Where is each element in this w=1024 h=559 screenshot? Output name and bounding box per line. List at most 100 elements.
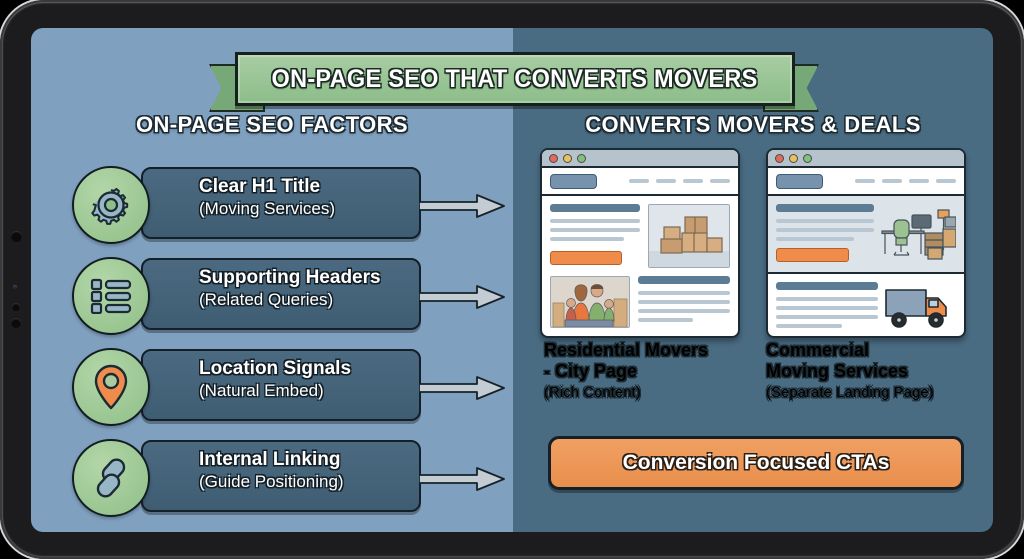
window-close-icon[interactable] — [775, 153, 784, 163]
text-line — [776, 315, 878, 319]
speaker-icon — [11, 318, 21, 328]
factor-title: Location Signals — [199, 358, 352, 379]
caption-subtitle: (Separate Landing Page) — [766, 384, 934, 402]
window-minimize-icon[interactable] — [563, 153, 572, 163]
nav-links — [855, 179, 956, 183]
factor-subtitle: (Guide Positioning) — [199, 471, 344, 491]
caption-row: Residential Movers - City Page (Rich Con… — [513, 340, 993, 402]
front-camera-icon — [11, 231, 22, 242]
text-line — [776, 228, 874, 232]
hero-section — [542, 196, 738, 276]
browser-nav-bar — [768, 168, 964, 196]
caption-line-1: Commercial — [766, 340, 870, 360]
factor-card[interactable]: Clear H1 Title (Moving Services) — [141, 167, 421, 239]
caption-residential: Residential Movers - City Page (Rich Con… — [544, 340, 740, 402]
flow-arrow-icon — [419, 467, 505, 491]
list-item[interactable]: Location Signals (Natural Embed) — [31, 340, 513, 430]
browser-mockup-row — [513, 148, 993, 338]
browser-mockup-commercial[interactable] — [766, 148, 966, 338]
list-icon — [72, 257, 150, 335]
nav-link[interactable] — [629, 179, 649, 183]
nav-link[interactable] — [882, 179, 902, 183]
nav-link[interactable] — [909, 179, 929, 183]
factor-card[interactable]: Location Signals (Natural Embed) — [141, 349, 421, 421]
status-led-icon — [13, 285, 17, 289]
hero-section — [768, 196, 964, 274]
factor-title: Clear H1 Title — [199, 176, 321, 197]
window-maximize-icon[interactable] — [577, 153, 586, 163]
list-item[interactable]: Internal Linking (Guide Positioning) — [31, 431, 513, 521]
heading-placeholder — [638, 276, 730, 284]
left-panel: ON-PAGE SEO FACTORS Clear H1 Title (Movi… — [31, 28, 513, 532]
nav-link[interactable] — [656, 179, 676, 183]
factor-card[interactable]: Supporting Headers (Related Queries) — [141, 258, 421, 330]
nav-link[interactable] — [683, 179, 703, 183]
text-line — [638, 291, 730, 295]
caption-line-1: Residential Movers — [544, 340, 709, 360]
cta-label: Conversion Focused CTAs — [622, 451, 890, 474]
caption-subtitle: (Rich Content) — [544, 384, 641, 402]
tablet-screen: ON-PAGE SEO FACTORS Clear H1 Title (Movi… — [31, 28, 993, 532]
conversion-cta-button[interactable]: Conversion Focused CTAs — [548, 436, 964, 490]
text-line — [776, 219, 874, 223]
text-line — [638, 300, 730, 304]
factor-subtitle: (Related Queries) — [199, 289, 334, 309]
text-line — [638, 318, 694, 322]
right-column-heading: CONVERTS MOVERS & DEALS — [585, 112, 921, 137]
caption-line-2: Moving Services — [766, 360, 909, 381]
factor-title: Internal Linking — [199, 449, 341, 470]
secondary-text-block — [638, 276, 730, 328]
flow-arrow-icon — [419, 285, 505, 309]
caption-commercial: Commercial Moving Services (Separate Lan… — [766, 340, 962, 402]
cta-button-placeholder[interactable] — [776, 248, 849, 262]
secondary-section — [768, 274, 964, 336]
moving-boxes-image — [648, 204, 730, 268]
heading-placeholder — [776, 204, 874, 212]
factor-title: Supporting Headers — [199, 267, 381, 288]
flow-arrow-icon — [419, 194, 505, 218]
browser-title-bar — [768, 150, 964, 168]
secondary-section — [542, 276, 738, 328]
location-pin-icon — [72, 348, 150, 426]
seo-factor-list: Clear H1 Title (Moving Services) — [31, 158, 513, 522]
hero-text-block — [776, 204, 874, 264]
text-line — [776, 237, 855, 241]
nav-links — [629, 179, 730, 183]
banner-ribbon: ON-PAGE SEO THAT CONVERTS MOVERS — [31, 50, 993, 112]
browser-nav-bar — [542, 168, 738, 196]
text-line — [550, 228, 640, 232]
nav-link[interactable] — [855, 179, 875, 183]
link-chain-icon — [72, 439, 150, 517]
browser-mockup-residential[interactable] — [540, 148, 740, 338]
ribbon-band: ON-PAGE SEO THAT CONVERTS MOVERS — [235, 52, 795, 106]
factor-subtitle: (Moving Services) — [199, 198, 336, 218]
list-item[interactable]: Supporting Headers (Related Queries) — [31, 249, 513, 339]
flow-arrow-icon — [419, 376, 505, 400]
browser-title-bar — [542, 150, 738, 168]
text-line — [776, 324, 843, 328]
heading-placeholder — [776, 282, 878, 290]
right-panel: CONVERTS MOVERS & DEALS — [513, 28, 993, 532]
factor-card[interactable]: Internal Linking (Guide Positioning) — [141, 440, 421, 512]
logo-placeholder — [776, 173, 823, 189]
left-column-heading: ON-PAGE SEO FACTORS — [135, 112, 409, 137]
window-minimize-icon[interactable] — [789, 153, 798, 163]
nav-link[interactable] — [710, 179, 730, 183]
caption-line-2: - City Page — [544, 360, 638, 381]
gear-icon — [72, 166, 150, 244]
text-line — [550, 219, 640, 223]
cta-button-placeholder[interactable] — [550, 251, 623, 265]
text-line — [776, 306, 878, 310]
window-maximize-icon[interactable] — [803, 153, 812, 163]
text-line — [776, 297, 878, 301]
text-line — [550, 237, 624, 241]
factor-subtitle: (Natural Embed) — [199, 380, 324, 400]
nav-link[interactable] — [936, 179, 956, 183]
window-close-icon[interactable] — [549, 153, 558, 163]
secondary-text-block — [776, 282, 878, 336]
heading-placeholder — [550, 204, 640, 212]
office-desk-image — [880, 204, 957, 264]
list-item[interactable]: Clear H1 Title (Moving Services) — [31, 158, 513, 248]
page-title: ON-PAGE SEO THAT CONVERTS MOVERS — [271, 64, 759, 93]
